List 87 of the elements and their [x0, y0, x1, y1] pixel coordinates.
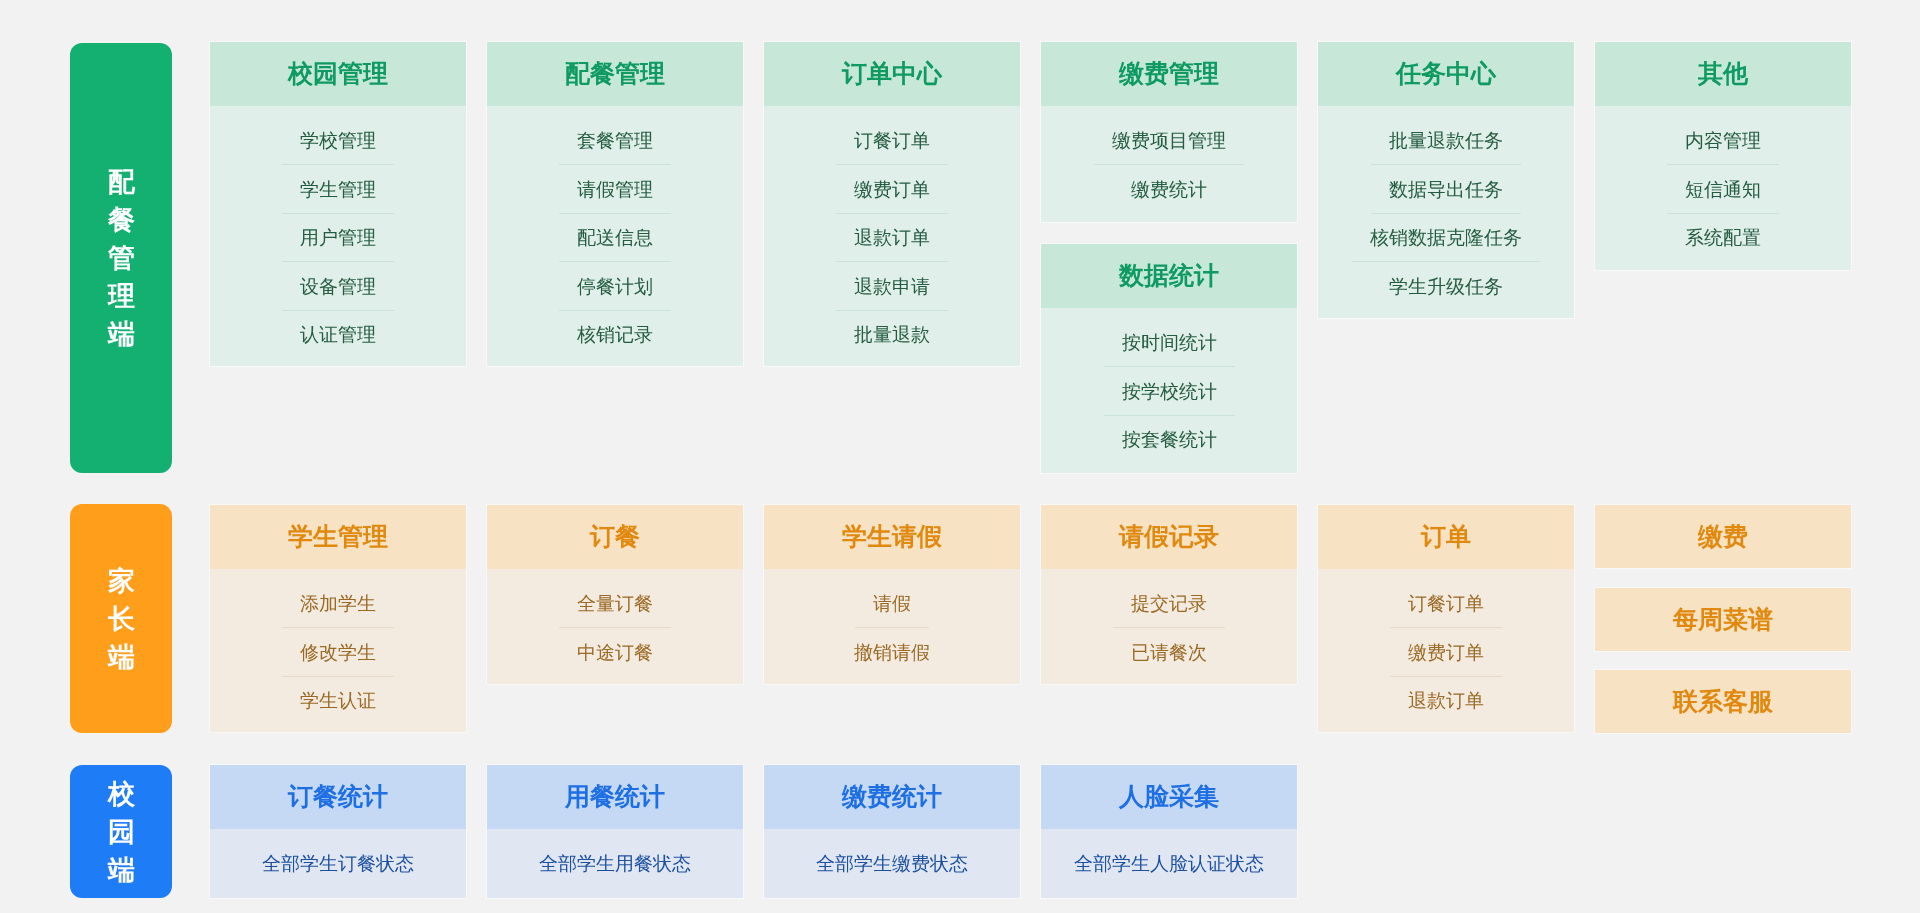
- card-header: 数据统计: [1041, 244, 1297, 308]
- menu-item: 系统配置: [1685, 225, 1761, 250]
- menu-item: 套餐管理: [577, 128, 653, 153]
- menu-item: 按学校统计: [1121, 378, 1217, 404]
- module-card: [1041, 42, 1297, 222]
- band-label: 配餐管理端: [107, 165, 135, 351]
- card-title: 缴费: [1698, 521, 1748, 552]
- card-header: 订单: [1318, 505, 1574, 569]
- module-card: [1041, 765, 1297, 898]
- module-card: [210, 42, 466, 366]
- module-card: [1595, 505, 1851, 568]
- menu-item: 缴费项目管理: [1112, 128, 1226, 153]
- category-band: [70, 43, 172, 473]
- menu-item: 提交记录: [1131, 591, 1207, 616]
- menu-item: 全部学生用餐状态: [539, 851, 691, 876]
- module-card: [764, 765, 1020, 898]
- card-header: 校园管理: [210, 42, 466, 106]
- menu-item: 批量退款: [854, 322, 930, 347]
- category-band: [70, 765, 172, 898]
- module-card: [210, 505, 466, 732]
- menu-item: 退款订单: [1408, 688, 1484, 713]
- menu-item: 学生认证: [300, 688, 376, 713]
- menu-item: 缴费订单: [1408, 639, 1484, 665]
- menu-item: 核销记录: [577, 322, 653, 347]
- menu-item: 缴费统计: [1131, 176, 1207, 202]
- menu-item: 学校管理: [300, 128, 376, 153]
- menu-item: 已请餐次: [1131, 639, 1207, 665]
- card-header: 任务中心: [1318, 42, 1574, 106]
- module-card: [1595, 588, 1851, 651]
- card-header: 请假记录: [1041, 505, 1297, 569]
- menu-item: 批量退款任务: [1389, 128, 1503, 153]
- menu-item: 按时间统计: [1121, 330, 1217, 355]
- module-card: [764, 42, 1020, 366]
- menu-item: 请假: [873, 591, 911, 616]
- card-header: 用餐统计: [487, 765, 743, 829]
- module-card: [1318, 42, 1574, 318]
- card-header: 学生管理: [210, 505, 466, 569]
- category-band: [70, 504, 172, 733]
- menu-item: 学生管理: [300, 176, 376, 202]
- menu-item: 修改学生: [300, 639, 376, 665]
- card-header: 其他: [1595, 42, 1851, 106]
- menu-item: 缴费订单: [854, 176, 930, 202]
- menu-item: 全量订餐: [577, 591, 653, 616]
- menu-item: 全部学生人脸认证状态: [1074, 851, 1264, 876]
- menu-item: 请假管理: [577, 176, 653, 202]
- card-header: 缴费管理: [1041, 42, 1297, 106]
- menu-item: 全部学生缴费状态: [816, 851, 968, 876]
- module-card: [764, 505, 1020, 684]
- menu-item: 添加学生: [300, 591, 376, 616]
- card-header: 人脸采集: [1041, 765, 1297, 829]
- card-header: 订单中心: [764, 42, 1020, 106]
- band-label: 校园端: [107, 776, 135, 887]
- menu-item: 撤销请假: [854, 639, 930, 665]
- module-card: [487, 765, 743, 898]
- menu-item: 内容管理: [1685, 128, 1761, 153]
- card-header: 配餐管理: [487, 42, 743, 106]
- menu-item: 用户管理: [300, 225, 376, 250]
- module-card: [487, 505, 743, 684]
- card-title: 每周菜谱: [1673, 604, 1773, 635]
- menu-item: 订餐订单: [1408, 591, 1484, 616]
- menu-item: 配送信息: [577, 225, 653, 250]
- card-header: 订餐统计: [210, 765, 466, 829]
- menu-item: 按套餐统计: [1121, 427, 1217, 452]
- menu-item: 学生升级任务: [1389, 273, 1503, 299]
- menu-item: 退款申请: [854, 273, 930, 299]
- menu-item: 全部学生订餐状态: [262, 851, 414, 876]
- card-header: 学生请假: [764, 505, 1020, 569]
- menu-item: 短信通知: [1685, 176, 1761, 202]
- menu-item: 设备管理: [300, 273, 376, 299]
- menu-item: 退款订单: [854, 225, 930, 250]
- module-card: [487, 42, 743, 366]
- menu-item: 中途订餐: [577, 639, 653, 665]
- card-header: 订餐: [487, 505, 743, 569]
- card-title: 联系客服: [1673, 686, 1773, 717]
- menu-item: 订餐订单: [854, 128, 930, 153]
- module-card: [1041, 505, 1297, 684]
- module-card: [1041, 244, 1297, 473]
- menu-item: 认证管理: [300, 322, 376, 347]
- card-header: 缴费统计: [764, 765, 1020, 829]
- module-card: [1595, 42, 1851, 270]
- band-label: 家长端: [107, 563, 135, 674]
- module-card: [1595, 670, 1851, 733]
- menu-item: 停餐计划: [577, 273, 653, 299]
- module-card: [210, 765, 466, 898]
- menu-item: 数据导出任务: [1389, 176, 1503, 202]
- menu-item: 核销数据克隆任务: [1370, 225, 1522, 250]
- module-card: [1318, 505, 1574, 732]
